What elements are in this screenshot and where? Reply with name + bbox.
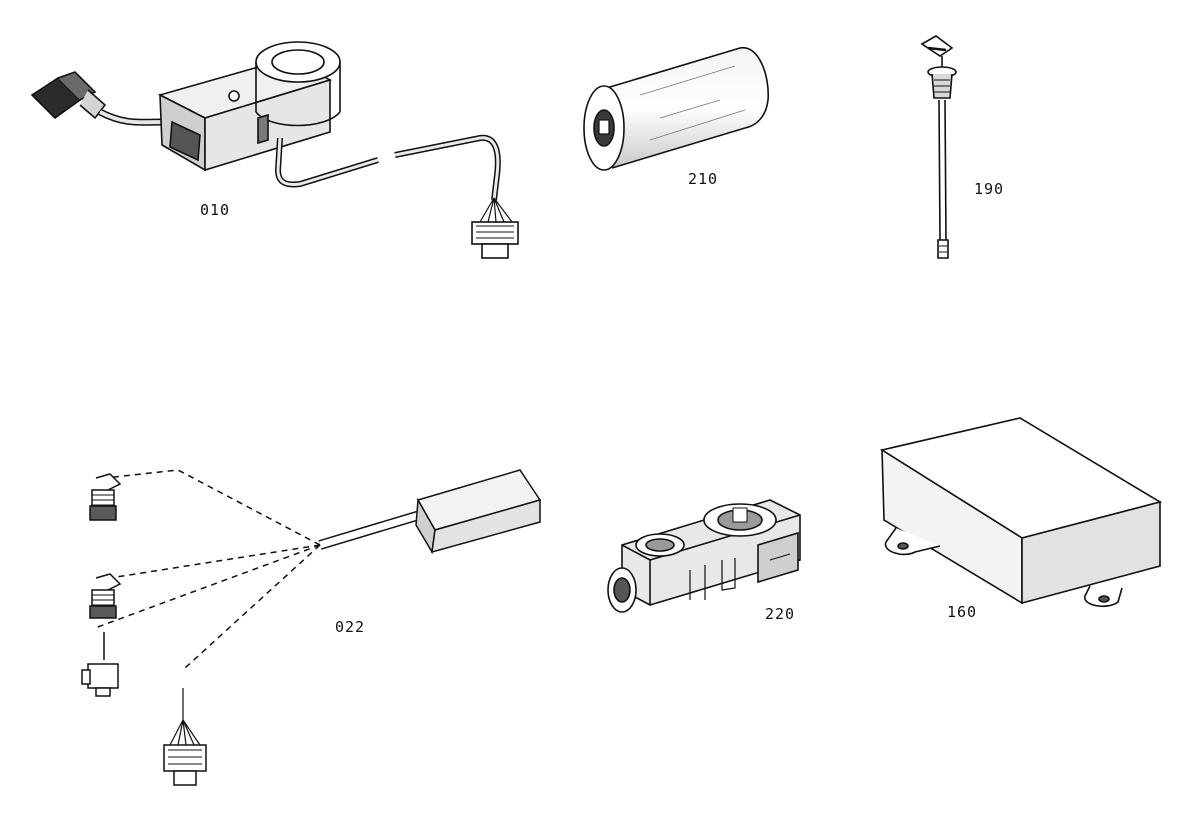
part-210-drawing	[583, 47, 769, 171]
part-label-022: 022	[335, 618, 366, 636]
part-220-drawing	[607, 499, 801, 613]
part-190-drawing	[920, 35, 957, 259]
part-160-drawing	[879, 417, 1163, 608]
part-022-drawing	[81, 469, 542, 786]
part-label-220: 220	[765, 605, 796, 623]
part-label-010: 010	[200, 201, 231, 219]
part-label-190: 190	[974, 180, 1005, 198]
part-010-drawing	[30, 41, 519, 259]
part-label-160: 160	[947, 603, 978, 621]
part-label-210: 210	[688, 170, 719, 188]
